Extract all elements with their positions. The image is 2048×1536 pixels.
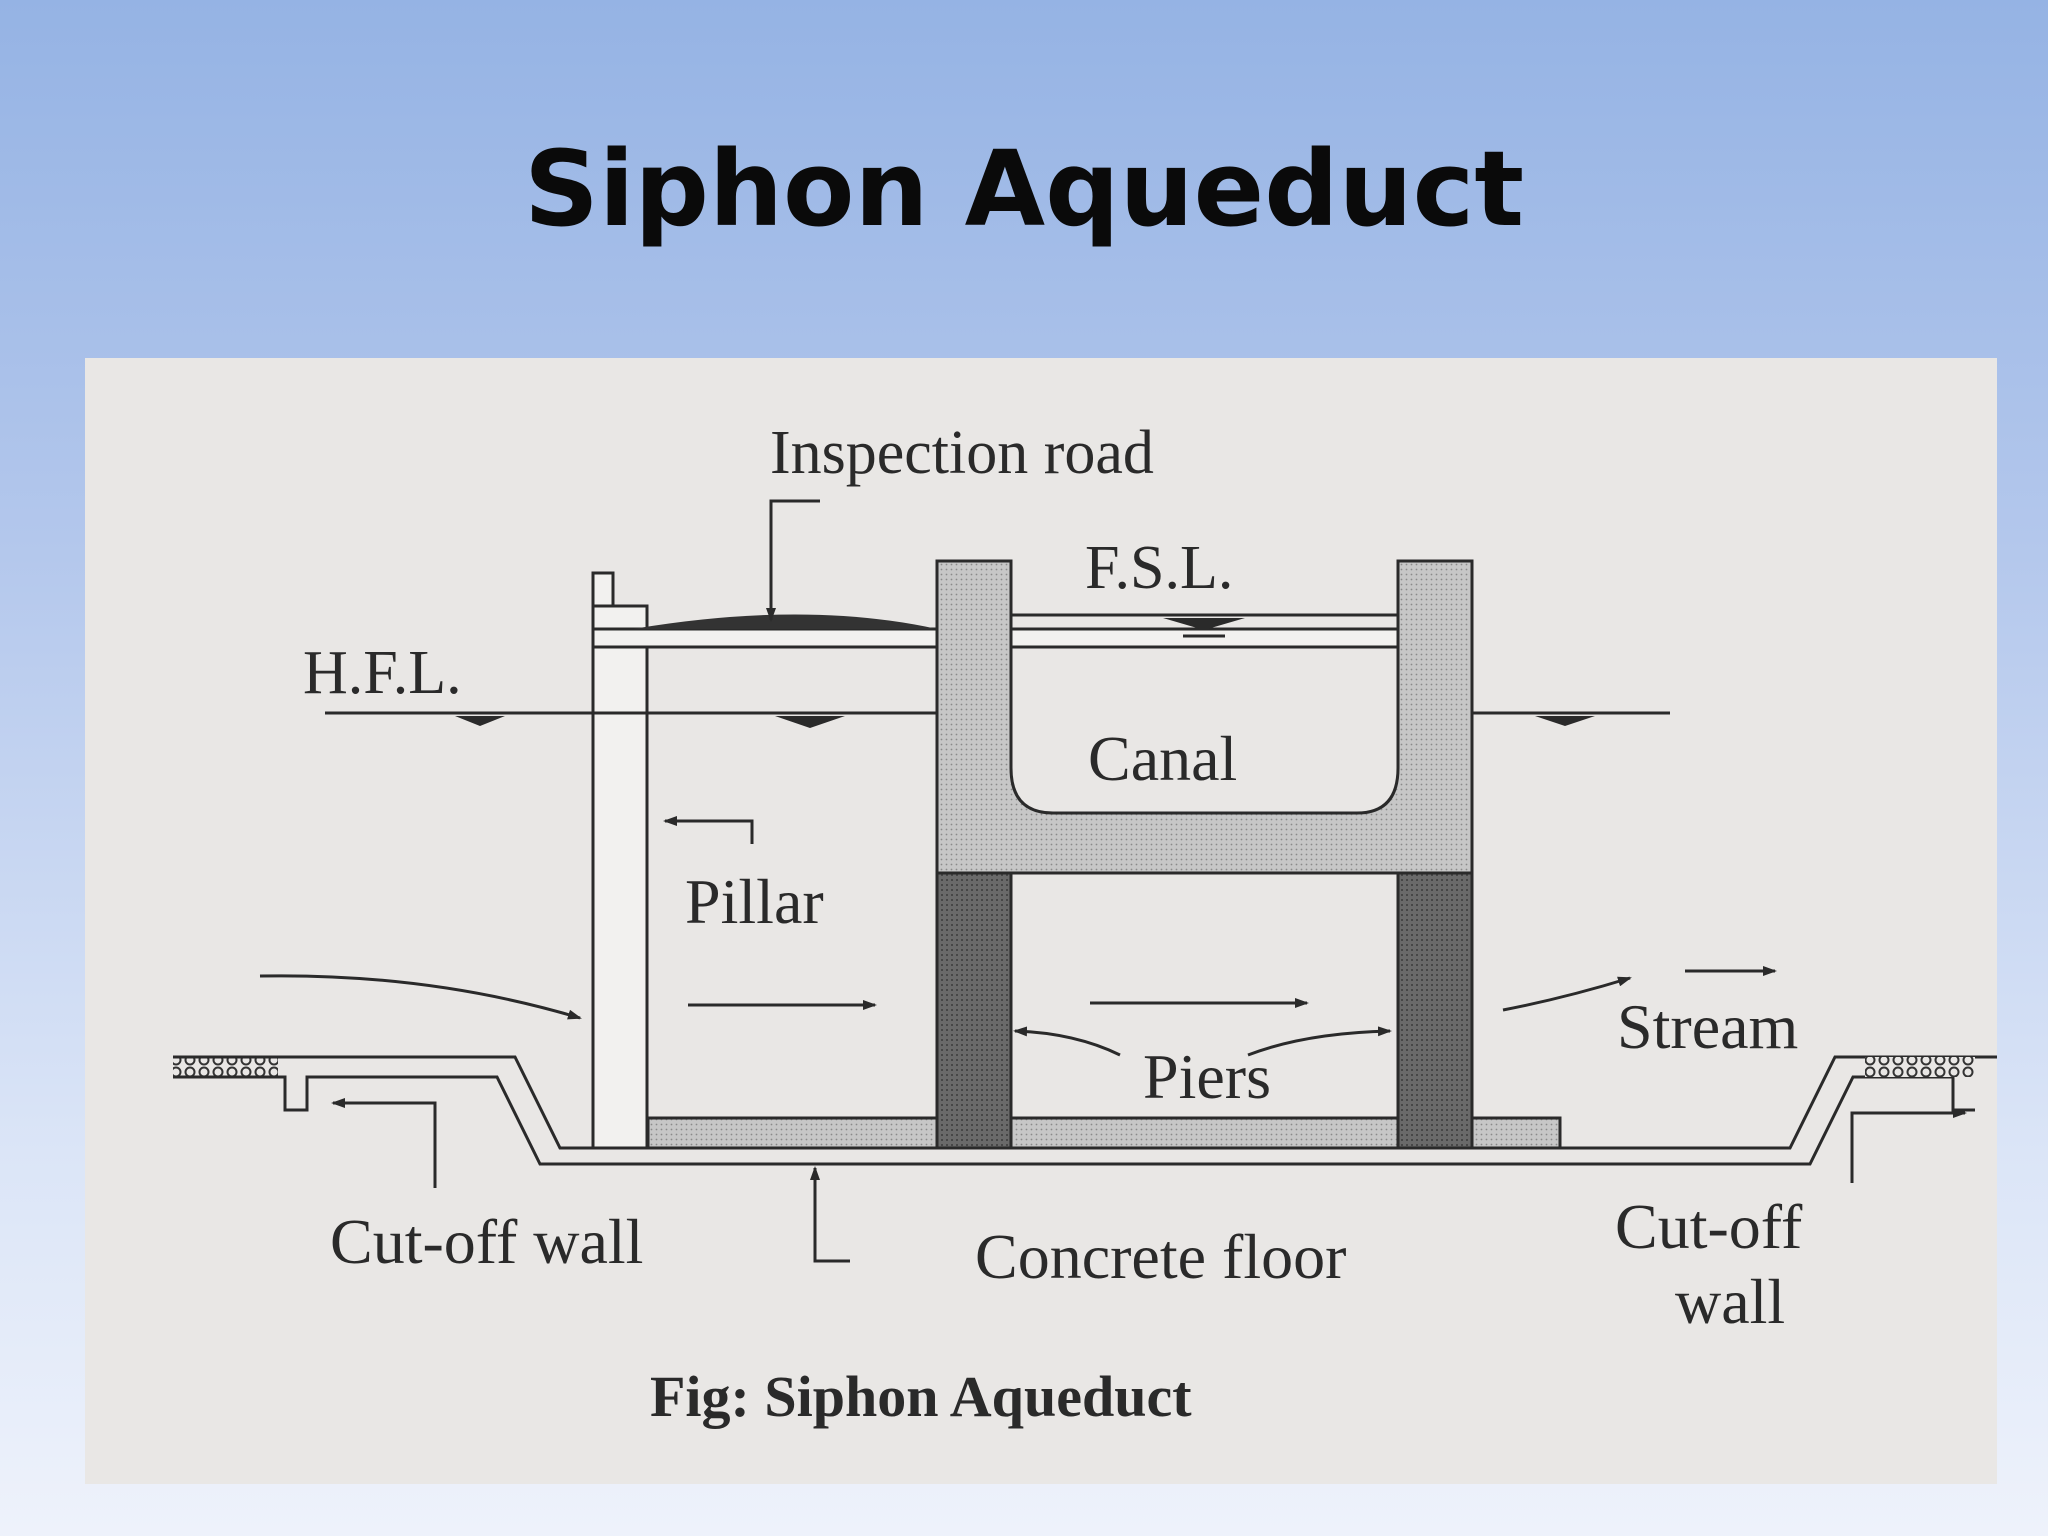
label-pillar: Pillar: [685, 866, 824, 937]
label-stream: Stream: [1617, 991, 1798, 1062]
pillar-arrow: [663, 816, 754, 844]
label-piers: Piers: [1143, 1041, 1271, 1112]
label-inspection-road: Inspection road: [770, 419, 1154, 487]
label-canal: Canal: [1088, 723, 1237, 794]
siphon-aqueduct-diagram: Inspection road F.S.L. H.F.L. Canal Pill…: [173, 419, 1997, 1429]
pier-right: [1396, 871, 1474, 1150]
fsl-water-level: [1011, 613, 1398, 638]
label-concrete-floor: Concrete floor: [975, 1221, 1346, 1292]
concrete-floor-arrow: [810, 1166, 850, 1263]
label-hfl: H.F.L.: [303, 639, 462, 707]
label-cutoff-wall-right-2: wall: [1675, 1266, 1785, 1337]
road-camber: [633, 614, 937, 629]
hfl-water-level: [325, 711, 1670, 728]
inspection-road-deck: [591, 627, 1450, 649]
piers-arrow-right: [1247, 1026, 1392, 1057]
flow-arrow-1: [259, 974, 582, 1020]
piers-arrow-left: [1013, 1026, 1121, 1057]
label-cutoff-wall-left: Cut-off wall: [330, 1206, 643, 1277]
diagram-panel: Inspection road F.S.L. H.F.L. Canal Pill…: [85, 358, 1997, 1484]
cutoff-wall-left-arrow: [331, 1098, 437, 1188]
flow-arrow-4: [1502, 976, 1632, 1012]
figure-caption: Fig: Siphon Aqueduct: [650, 1364, 1192, 1429]
pillar: [591, 571, 649, 1150]
slide-title: Siphon Aqueduct: [523, 128, 1525, 250]
label-cutoff-wall-right-1: Cut-off: [1615, 1191, 1803, 1262]
label-fsl: F.S.L.: [1085, 534, 1233, 602]
cutoff-wall-right-arrow: [1850, 1108, 1967, 1183]
pier-left: [935, 871, 1013, 1150]
inspection-road-arrow: [766, 499, 820, 622]
canal-trough: [935, 559, 1474, 875]
